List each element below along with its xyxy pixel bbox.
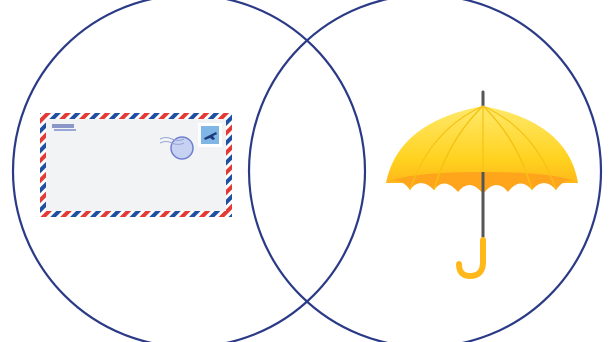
stamp (198, 123, 222, 147)
envelope-icon (40, 113, 232, 217)
umbrella-icon (386, 92, 578, 276)
